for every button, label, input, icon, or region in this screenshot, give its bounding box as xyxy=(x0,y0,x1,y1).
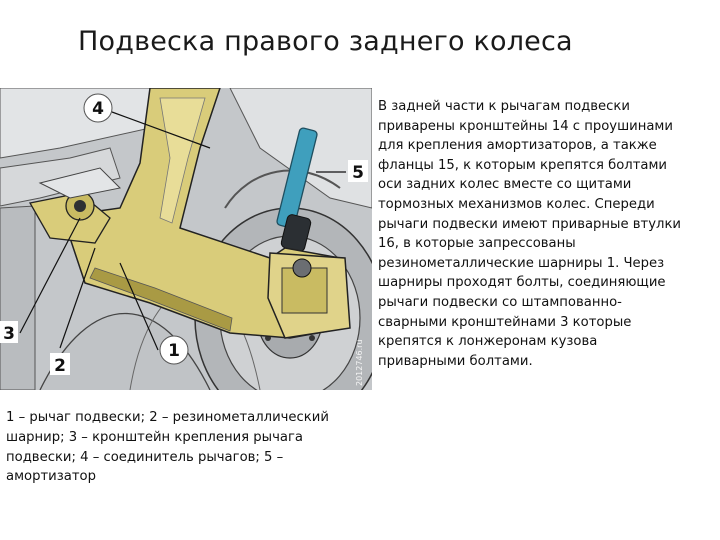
callout-2: 2 xyxy=(50,353,70,376)
description-line: 16, в которые запрессованы xyxy=(378,236,576,252)
svg-text:5: 5 xyxy=(352,163,364,183)
callout-1: 1 xyxy=(159,335,189,365)
caption-line: подвески; 4 – соединитель рычагов; 5 – xyxy=(6,449,284,465)
description-line: фланцы 15, к которым крепятся болтами xyxy=(378,157,667,173)
callout-4: 4 xyxy=(83,93,113,123)
description-line: сварными кронштейнами 3 которые xyxy=(378,314,632,330)
svg-text:4: 4 xyxy=(92,99,104,119)
caption-line: 1 – рычаг подвески; 2 – резинометалличес… xyxy=(6,410,329,425)
image-watermark: 2012746.ru xyxy=(355,339,364,386)
shock-absorber xyxy=(276,127,318,252)
svg-text:2: 2 xyxy=(54,356,66,376)
description-line: крепятся к лонжеронам кузова xyxy=(378,334,598,350)
suspension-diagram: 4 5 3 2 1 2012746.ru xyxy=(0,88,372,390)
suspension-arm xyxy=(28,88,351,339)
description-line: для крепления амортизаторов, а также xyxy=(378,138,657,154)
callout-3: 3 xyxy=(0,321,18,344)
description-line: приварены кронштейны 14 с проушинами xyxy=(378,118,673,134)
description-line: приварными болтами. xyxy=(378,353,533,369)
description-line: резинометаллические шарниры 1. Через xyxy=(378,255,665,271)
description-text: В задней части к рычагам подвески привар… xyxy=(378,97,714,371)
suspension-illustration: 4 5 3 2 1 2012746.ru xyxy=(0,88,372,390)
description-line: оси задних колес вместе со щитами xyxy=(378,177,632,193)
callout-5: 5 xyxy=(348,160,368,183)
description-line: тормозных механизмов колес. Спереди xyxy=(378,196,655,212)
description-line: шарниры проходят болты, соединяющие xyxy=(378,275,666,291)
figure-caption: 1 – рычаг подвески; 2 – резинометалличес… xyxy=(6,408,366,487)
svg-text:3: 3 xyxy=(3,324,15,344)
caption-line: шарнир; 3 – кронштейн крепления рычага xyxy=(6,429,303,445)
svg-text:1: 1 xyxy=(168,341,180,361)
description-line: В задней части к рычагам подвески xyxy=(378,99,630,114)
description-line: рычаги подвески со штампованно- xyxy=(378,294,622,310)
caption-line: амортизатор xyxy=(6,469,96,485)
description-line: рычаги подвески имеют приварные втулки xyxy=(378,216,681,232)
slide-title: Подвеска правого заднего колеса xyxy=(78,26,573,57)
